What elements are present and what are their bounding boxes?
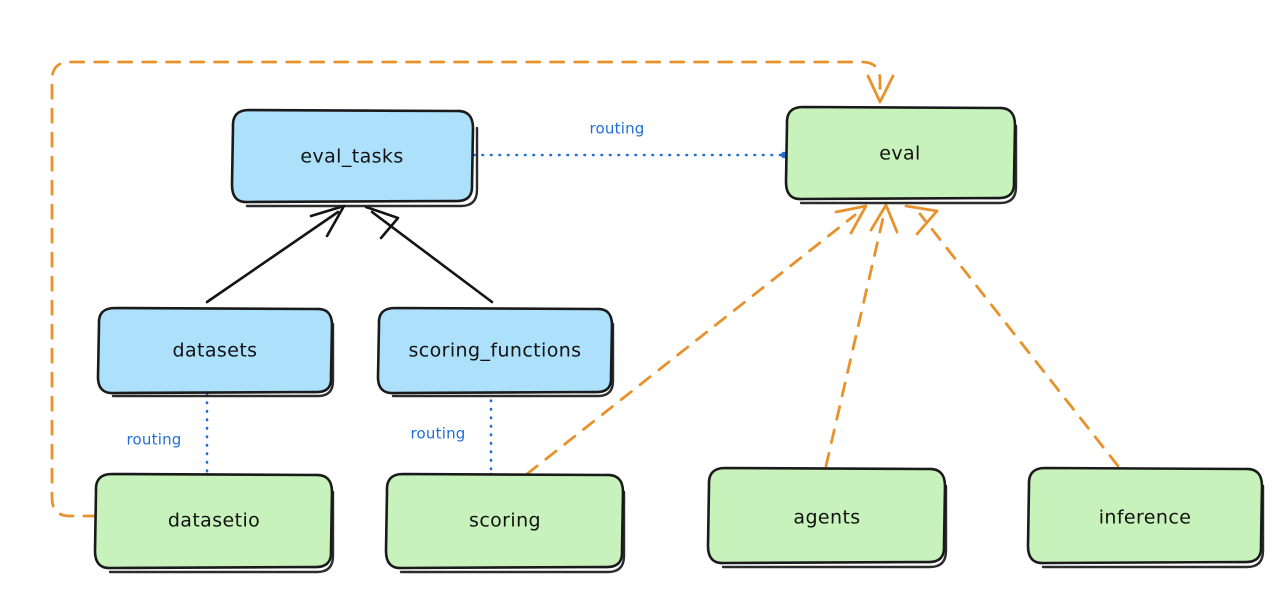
edge-label-routing-scoring-functions: routing	[411, 425, 466, 443]
node-eval[interactable]: eval	[784, 105, 1018, 205]
edge-label-routing-datasets: routing	[127, 431, 182, 449]
node-label: eval_tasks	[300, 146, 403, 168]
node-scoring-functions[interactable]: scoring_functions	[376, 306, 615, 398]
node-datasetio[interactable]: datasetio	[93, 472, 335, 574]
node-shadow	[111, 322, 335, 398]
node-body	[706, 466, 947, 565]
arrowhead-scoring-to-eval	[834, 204, 868, 235]
edge-group-solid-dependencies	[205, 204, 494, 304]
node-datasets[interactable]: datasets	[96, 306, 335, 398]
node-agents[interactable]: agents	[706, 466, 948, 569]
node-eval-tasks[interactable]: eval_tasks	[230, 108, 479, 208]
node-label: datasetio	[168, 510, 260, 532]
edge-agents-to-eval	[824, 212, 886, 468]
edge-label-routing-eval-tasks: routing	[590, 120, 645, 138]
arrowhead-scoring-functions-to-eval-tasks	[364, 205, 400, 240]
node-shadow	[1041, 484, 1265, 569]
edge-group-dashed-dependencies	[50, 60, 1120, 518]
node-shadow	[391, 322, 615, 398]
node-label: scoring_functions	[409, 340, 582, 362]
node-shadow	[245, 126, 479, 208]
node-shadow	[721, 484, 948, 569]
edge-datasets-to-eval-tasks	[205, 210, 340, 304]
edge-inference-to-eval	[918, 212, 1120, 468]
node-body	[230, 108, 475, 204]
arrowhead-datasetio-to-eval	[866, 74, 895, 104]
edge-datasetio-to-eval	[50, 60, 882, 518]
node-body	[384, 472, 625, 570]
node-inference[interactable]: inference	[1026, 466, 1265, 569]
node-body	[376, 306, 614, 395]
node-label: datasets	[173, 340, 258, 362]
arrowhead-agents-to-eval	[869, 203, 899, 234]
node-shadow	[399, 490, 626, 574]
node-body	[784, 105, 1017, 201]
edge-scoring-to-eval	[525, 213, 857, 476]
node-body	[1026, 466, 1264, 565]
node-label: agents	[793, 507, 860, 529]
node-body	[93, 472, 334, 570]
node-scoring[interactable]: scoring	[384, 472, 626, 574]
node-shadow	[799, 124, 1018, 205]
arrowhead-datasets-to-eval-tasks	[309, 204, 346, 238]
node-body	[96, 306, 334, 395]
arrowhead-inference-to-eval	[904, 204, 939, 236]
edge-label-group: routing routing routing	[127, 120, 645, 449]
node-label: inference	[1099, 507, 1192, 529]
node-label: eval	[879, 143, 920, 165]
node-shadow	[108, 490, 335, 574]
node-label: scoring	[469, 510, 541, 532]
